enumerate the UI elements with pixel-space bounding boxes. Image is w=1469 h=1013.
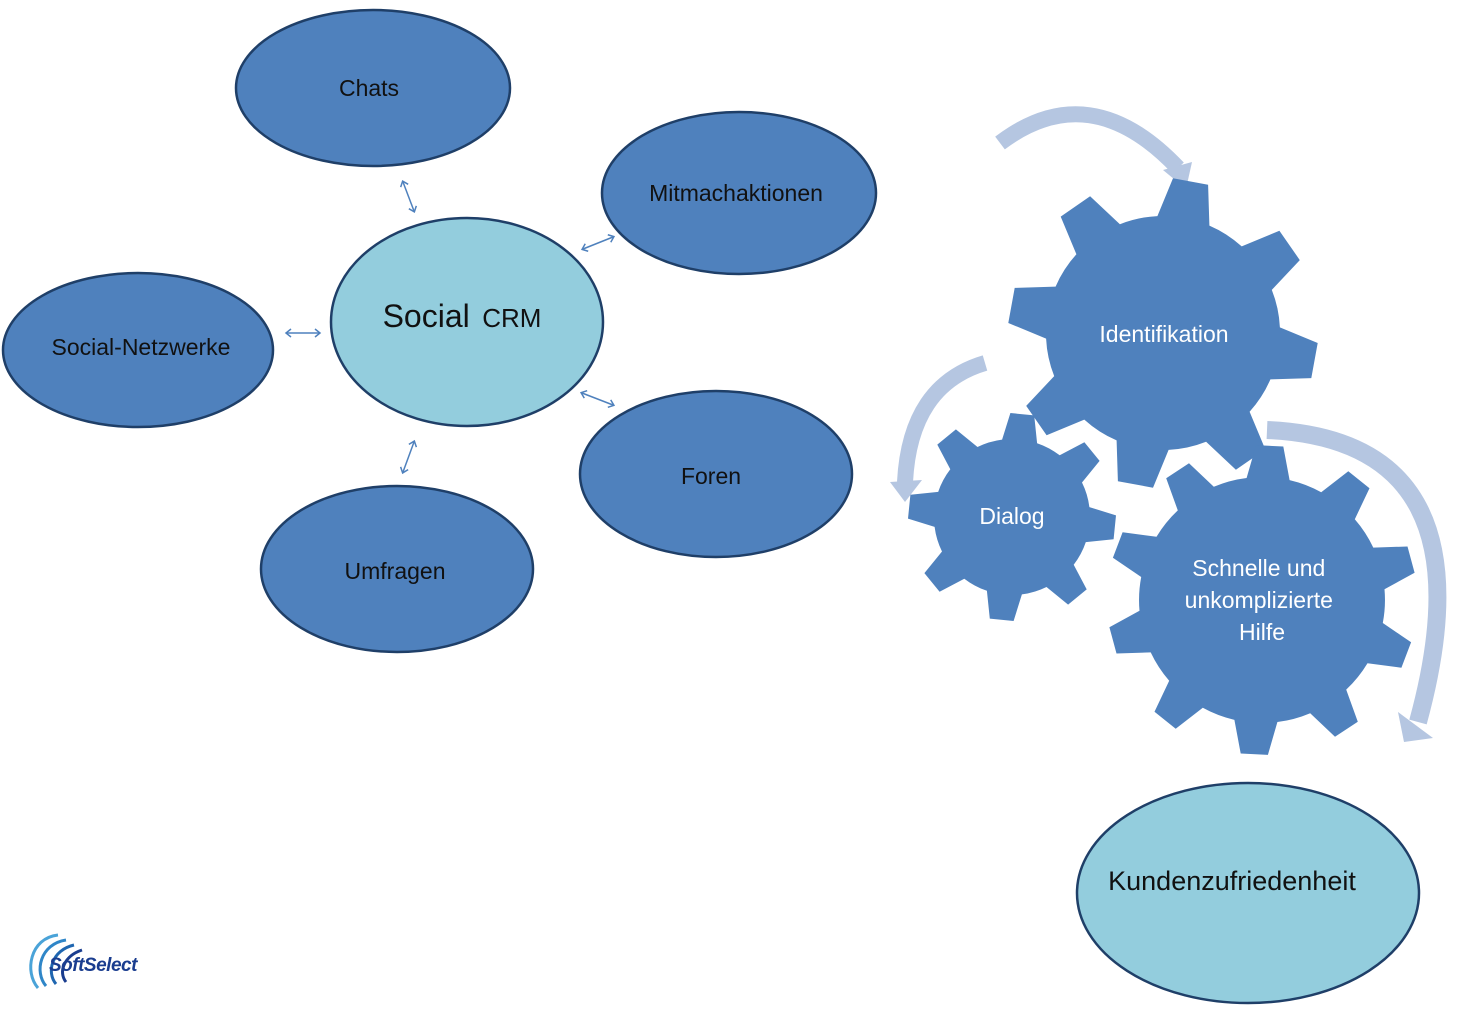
node-social-crm: Social CRM xyxy=(329,216,605,428)
gear-hilfe-line3: Hilfe xyxy=(1239,619,1285,645)
cycle-arrows xyxy=(890,106,1447,742)
center-label-main: Social xyxy=(383,298,470,334)
node-foren: Foren xyxy=(578,389,854,559)
node-kundenzufriedenheit: Kundenzufriedenheit xyxy=(1075,781,1421,1005)
gears: Identifikation Dialog Schnelle und unkom… xyxy=(908,178,1415,755)
node-social-crm-label: Social CRM xyxy=(383,298,542,334)
cycle-arrow-left xyxy=(897,355,988,483)
node-mitmachaktionen-label: Mitmachaktionen xyxy=(649,180,823,206)
node-foren-label: Foren xyxy=(681,463,741,489)
node-umfragen-label: Umfragen xyxy=(345,558,446,584)
center-label-suffix: CRM xyxy=(482,303,541,333)
cycle-arrow-top xyxy=(995,106,1184,174)
cycle-arrow-right xyxy=(1266,421,1447,725)
cycle-arrow-right-head xyxy=(1398,712,1433,742)
connector-chats xyxy=(399,179,418,214)
connector-umfragen xyxy=(399,439,418,475)
node-chats: Chats xyxy=(234,8,512,168)
gear-hilfe-label: Schnelle und unkomplizierte Hilfe xyxy=(1185,555,1340,645)
node-social-netzwerke: Social-Netzwerke xyxy=(1,271,275,429)
gear-identifikation-label: Identifikation xyxy=(1099,321,1228,347)
connector-mitmachaktionen xyxy=(580,234,616,252)
cycle-arrow-left-head xyxy=(890,480,922,502)
connectors xyxy=(284,179,616,475)
node-social-netzwerke-label: Social-Netzwerke xyxy=(52,334,231,360)
node-kundenzufriedenheit-label: Kundenzufriedenheit xyxy=(1108,866,1356,896)
softselect-logo: SoftSelect xyxy=(29,933,139,989)
logo-text: SoftSelect xyxy=(49,955,138,976)
gear-dialog: Dialog xyxy=(908,413,1116,621)
connector-foren xyxy=(579,389,616,409)
gear-dialog-label: Dialog xyxy=(979,503,1044,529)
gear-identifikation: Identifikation xyxy=(1008,178,1318,488)
gear-hilfe-line1: Schnelle und xyxy=(1192,555,1325,581)
node-chats-label: Chats xyxy=(339,75,399,101)
node-mitmachaktionen: Mitmachaktionen xyxy=(600,110,878,276)
swirl-logo-icon xyxy=(29,933,83,989)
gear-schnelle-hilfe: Schnelle und unkomplizierte Hilfe xyxy=(1109,445,1415,755)
node-umfragen: Umfragen xyxy=(259,484,535,654)
gear-hilfe-line2: unkomplizierte xyxy=(1185,587,1333,613)
